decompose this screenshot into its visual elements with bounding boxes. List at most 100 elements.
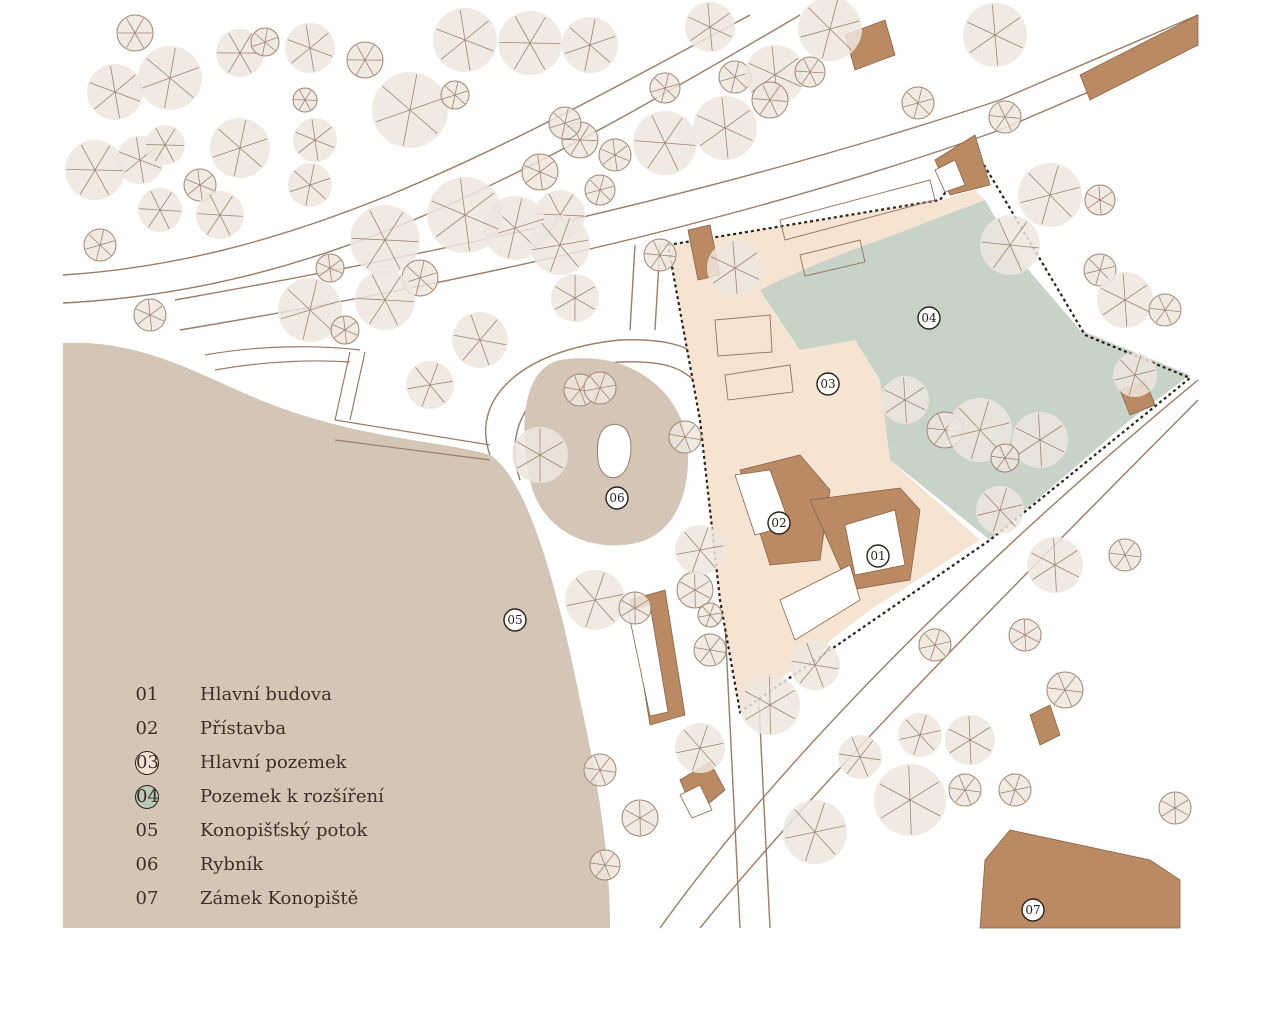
tree	[565, 570, 625, 630]
tree	[433, 8, 497, 72]
tree	[685, 2, 735, 52]
tree	[668, 420, 702, 454]
legend-number: 01	[135, 684, 159, 705]
map-marker-04: 04	[917, 306, 941, 330]
tree	[898, 713, 942, 757]
tree	[530, 215, 590, 275]
tree	[551, 274, 599, 322]
tree	[583, 371, 617, 405]
map-marker-label: 07	[1025, 903, 1040, 917]
tree	[116, 14, 154, 52]
tree	[372, 72, 448, 148]
tree	[355, 270, 415, 330]
legend-number: 05	[135, 820, 159, 841]
tree	[649, 72, 681, 104]
tree	[288, 163, 332, 207]
tree	[980, 215, 1040, 275]
tree	[285, 23, 335, 73]
legend-label: Zámek Konopiště	[200, 888, 359, 909]
tree	[406, 361, 454, 409]
legend-label: Pozemek k rozšíření	[200, 786, 384, 807]
tree	[292, 87, 318, 113]
tree	[583, 753, 617, 787]
tree	[133, 298, 167, 332]
tree	[990, 443, 1020, 473]
tree	[521, 153, 559, 191]
extension-plot-04	[760, 200, 1190, 540]
legend-label: Hlavní pozemek	[200, 752, 347, 773]
legend-number: 02	[135, 718, 159, 739]
road-vertical	[629, 244, 771, 929]
tree	[427, 177, 503, 253]
tree	[138, 46, 202, 110]
tree	[783, 800, 847, 864]
tree	[643, 238, 677, 272]
road-south	[659, 379, 1199, 929]
tree	[315, 253, 345, 283]
tree	[196, 191, 244, 239]
pond-water	[597, 423, 632, 478]
tree	[346, 41, 384, 79]
tree	[998, 773, 1032, 807]
tree	[618, 591, 652, 625]
legend-number: 04	[135, 785, 159, 809]
tree	[675, 723, 725, 773]
road-north	[62, 14, 801, 304]
tree	[675, 525, 725, 575]
tree	[350, 205, 420, 275]
tree	[330, 315, 360, 345]
tree	[794, 56, 826, 88]
tree	[881, 376, 929, 424]
tree	[1012, 412, 1068, 468]
map-marker-02: 02	[767, 511, 791, 535]
tree	[278, 278, 342, 342]
tree	[145, 125, 185, 165]
map-marker-label: 05	[507, 613, 522, 627]
tree	[693, 96, 757, 160]
legend-label: Konopišťský potok	[200, 820, 368, 841]
parking-area	[714, 179, 936, 401]
legend-label: Hlavní budova	[200, 684, 332, 705]
tree	[751, 81, 789, 119]
tree	[1008, 618, 1042, 652]
tree	[65, 140, 125, 200]
tree	[1097, 272, 1153, 328]
tree	[1158, 791, 1192, 825]
tree	[598, 138, 632, 172]
tree	[440, 80, 470, 110]
map-marker-label: 04	[921, 311, 937, 325]
tree	[210, 118, 270, 178]
tree	[901, 86, 935, 120]
map-marker-label: 06	[609, 491, 624, 505]
tree	[138, 188, 182, 232]
tree	[498, 11, 562, 75]
tree	[976, 486, 1024, 534]
map-marker-06: 06	[605, 486, 629, 510]
legend-number: 03	[135, 751, 159, 775]
tree	[707, 240, 763, 296]
tree	[1018, 163, 1082, 227]
tree	[562, 17, 618, 73]
legend-number: 06	[135, 854, 159, 875]
map-marker-label: 01	[870, 549, 885, 563]
legend-label: Rybník	[200, 854, 264, 875]
tree	[798, 0, 862, 61]
tree	[548, 106, 582, 140]
tree	[697, 602, 723, 628]
tree	[1046, 671, 1084, 709]
tree	[1108, 538, 1142, 572]
tree	[874, 764, 946, 836]
tree	[693, 633, 727, 667]
tree	[293, 118, 337, 162]
tree	[512, 427, 568, 483]
legend-label: Přístavba	[200, 718, 287, 739]
road-connector	[204, 346, 491, 461]
tree	[87, 64, 143, 120]
tree	[790, 640, 840, 690]
tree	[838, 735, 882, 779]
trees	[65, 0, 1192, 881]
tree	[676, 571, 714, 609]
tree	[740, 675, 800, 735]
